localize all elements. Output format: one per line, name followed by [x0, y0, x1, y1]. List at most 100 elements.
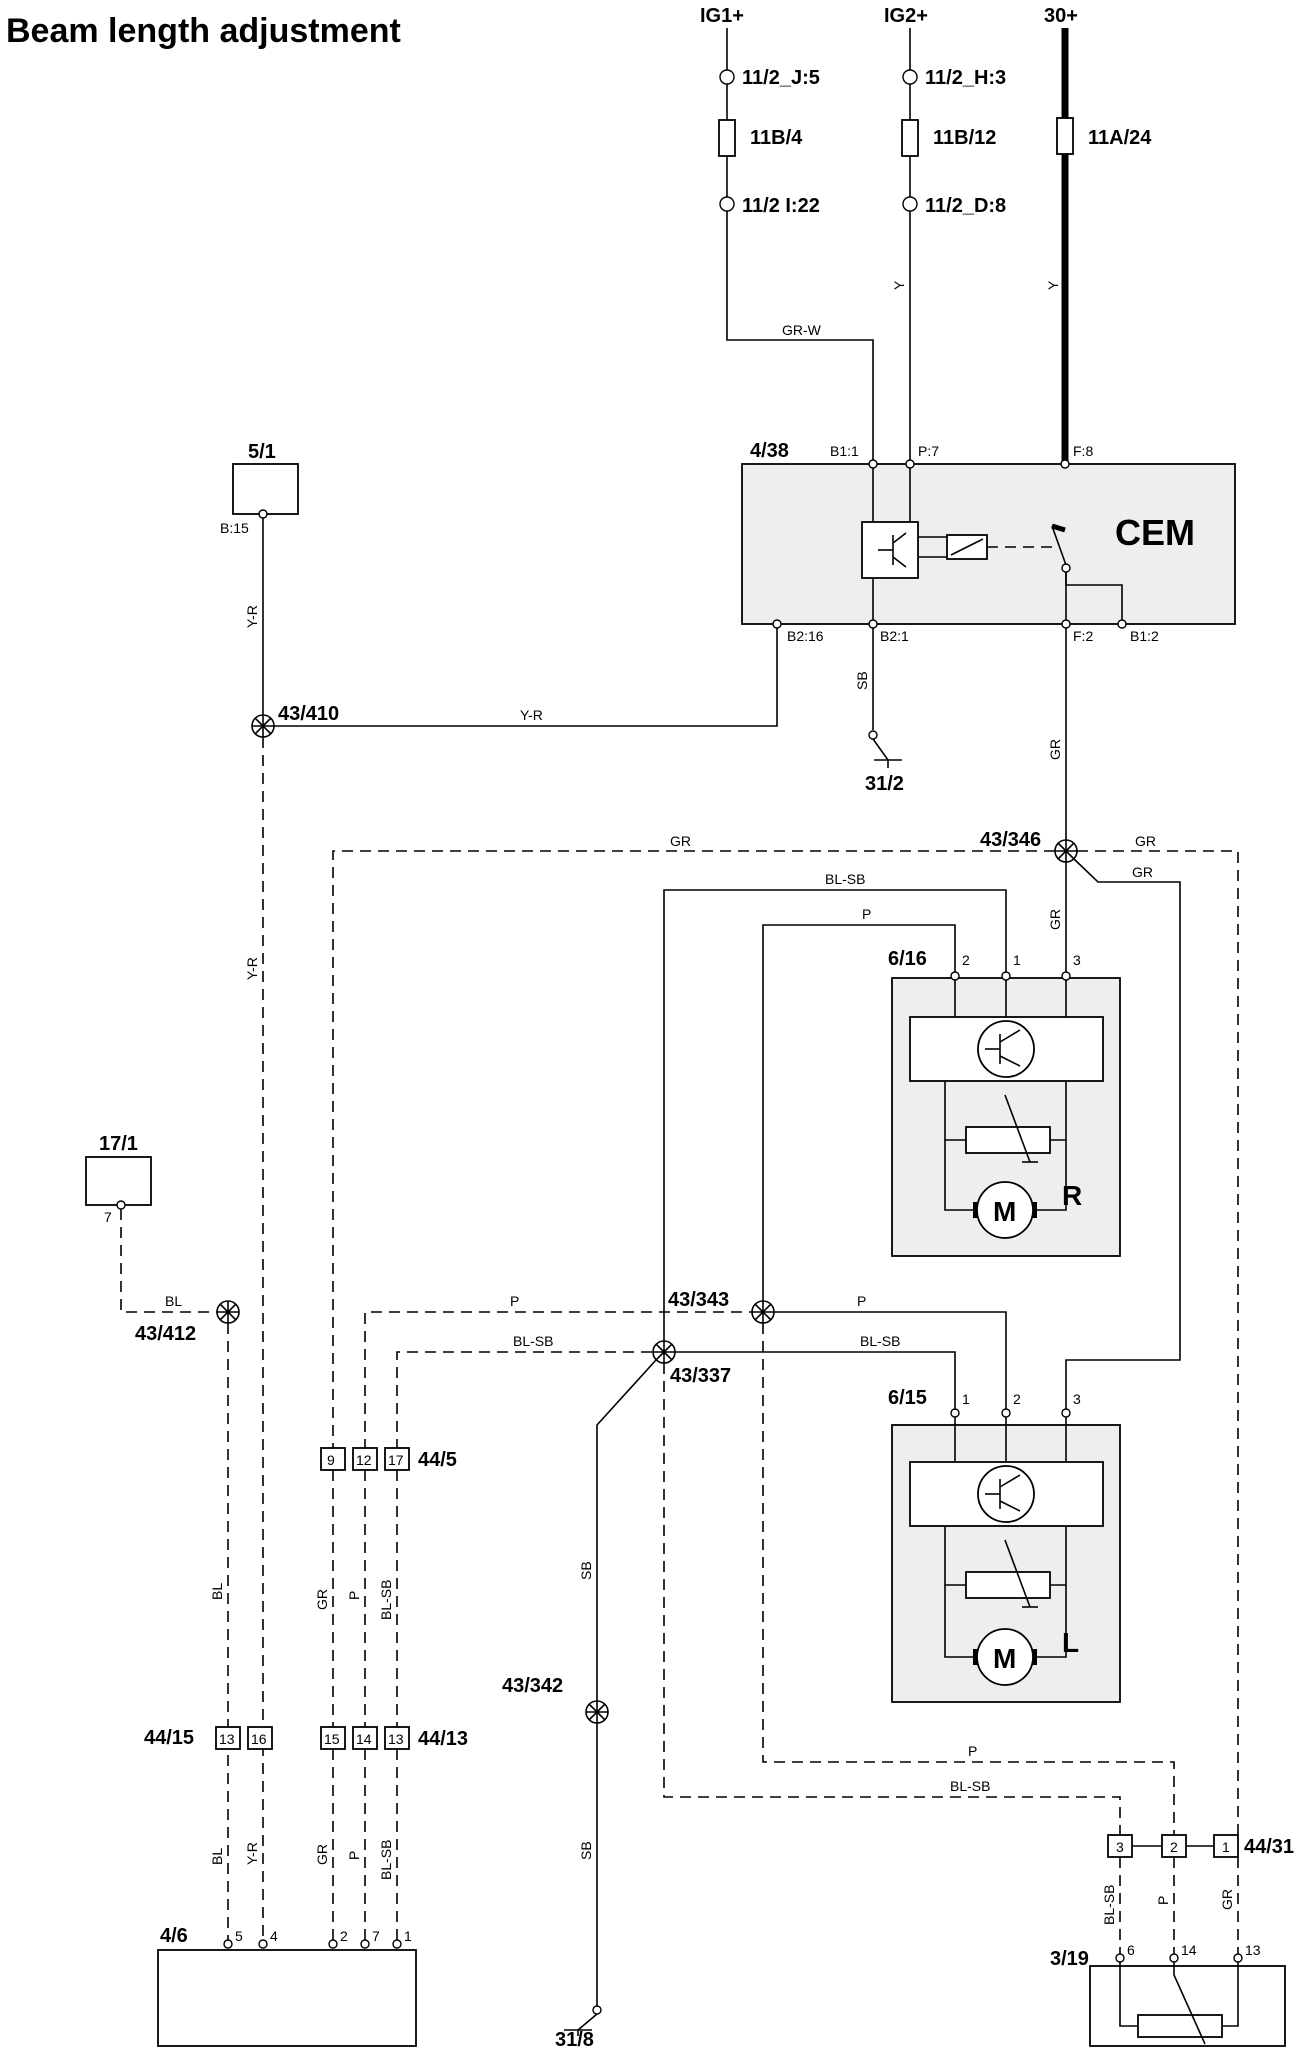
ground-31-2-branch: SB 31/2 [854, 628, 904, 795]
wire-color-sb-cem: SB [854, 671, 870, 690]
splice-43-343: 43/343 [668, 1289, 775, 1324]
wire-color-bl-sb-low: BL-SB [378, 1840, 394, 1880]
wire-color-bl-sb-left: BL-SB [513, 1333, 553, 1349]
splice-label-43-337: 43/337 [670, 1365, 731, 1387]
connector-point-11-2-j5 [719, 69, 735, 85]
connector-label-11-2-i22: 11/2 I:22 [742, 195, 820, 217]
cem-module: 4/38 CEM B1:1 P:7 F:8 B2:16 [741, 440, 1236, 644]
connector-label-44-31: 44/31 [1244, 1836, 1294, 1858]
splice-43-412: 43/412 [135, 1300, 240, 1345]
wire-color-bl-sb-445: BL-SB [378, 1580, 394, 1620]
battery-supply-branch: 30+ 11A/24 Y [1044, 5, 1152, 530]
wire-color-p-left: P [510, 1293, 519, 1309]
ig2-label: IG2+ [884, 5, 928, 27]
splice-label-43-412: 43/412 [135, 1323, 196, 1345]
component-3-19: 3/19 6 14 13 [1050, 1942, 1286, 2047]
pot-3-19-icon [1137, 2014, 1223, 2038]
connector-44-5: 9 12 17 44/5 [320, 1447, 457, 1471]
pin-44-15-13: 13 [219, 1731, 235, 1747]
pin-44-31-3: 3 [1116, 1839, 1124, 1855]
actuator-6-16: 6/16 2 1 3 M R [888, 948, 1121, 1257]
wire-color-bl-low: BL [209, 1848, 225, 1865]
motor-615-m: M [993, 1643, 1016, 1674]
wire-color-bl-sb-right: BL-SB [860, 1333, 900, 1349]
wire-color-y-r-top: Y-R [244, 605, 260, 628]
ig1-label: IG1+ [700, 5, 744, 27]
component-label-17-1: 17/1 [99, 1133, 138, 1155]
connector-label-11-2-h3: 11/2_H:3 [925, 67, 1006, 89]
connector-label-11-2-j5: 11/2_J:5 [742, 67, 820, 89]
wire-color-gr-right: GR [1135, 833, 1156, 849]
splice-43-342: 43/342 [502, 1675, 609, 1724]
pin-616-1: 1 [1013, 952, 1021, 968]
splice-43-337: 43/337 [652, 1340, 731, 1387]
connector-point-11-2-d8 [902, 196, 918, 212]
fuse-label-11b4: 11B/4 [750, 127, 803, 149]
fuse-11b4-icon [718, 119, 736, 157]
wire-color-sb-lower: SB [578, 1841, 594, 1860]
wire-color-p-445: P [346, 1591, 362, 1600]
splice-43-346: 43/346 [980, 829, 1078, 863]
wire-color-p-low: P [346, 1851, 362, 1860]
wire-color-gr-615: GR [1132, 864, 1153, 880]
cem-pin-b1-2: B1:2 [1130, 628, 1159, 644]
pin-615-3: 3 [1073, 1391, 1081, 1407]
connector-label-44-15: 44/15 [144, 1727, 194, 1749]
pin-3-19-13: 13 [1245, 1942, 1261, 1958]
cem-pin-f8: F:8 [1073, 443, 1093, 459]
connector-point-11-2-h3 [902, 69, 918, 85]
cem-pin-b1-1: B1:1 [830, 443, 859, 459]
cem-name: CEM [1115, 512, 1195, 553]
bat-label: 30+ [1044, 5, 1078, 27]
wire-color-gr-616: GR [1047, 909, 1063, 930]
fuse-label-11a24: 11A/24 [1088, 127, 1152, 149]
connector-point-11-2-i22 [719, 196, 735, 212]
ig2-supply-branch: IG2+ 11/2_H:3 11B/12 11/2_D:8 Y [884, 5, 1006, 462]
splice-label-43-410: 43/410 [278, 703, 339, 725]
wire-color-bl-sb-bottom: BL-SB [950, 1778, 990, 1794]
pin-3-19-6: 6 [1127, 1942, 1135, 1958]
wire-color-bl-mid: BL [209, 1583, 225, 1600]
pin-615-1: 1 [962, 1391, 970, 1407]
pin-44-31-1: 1 [1222, 1839, 1230, 1855]
motor-615-icon [976, 1628, 1034, 1686]
pin-b15: B:15 [220, 520, 249, 536]
pin-44-13-13: 13 [388, 1731, 404, 1747]
wire-color-bl-171: BL [165, 1293, 182, 1309]
component-5-1: 5/1 B:15 Y-R [220, 441, 299, 715]
component-17-1: 17/1 7 BL [85, 1133, 217, 1313]
pin-616-3: 3 [1073, 952, 1081, 968]
motor-616-m: M [993, 1196, 1016, 1227]
wire-color-gr-left: GR [670, 833, 691, 849]
connector-label-11-2-d8: 11/2_D:8 [925, 195, 1006, 217]
wire-color-y-bat: Y [1045, 280, 1061, 290]
wire-color-p-4431: P [1155, 1896, 1171, 1905]
ground-label-31-2: 31/2 [865, 773, 904, 795]
pin-4-6-4: 4 [270, 1928, 278, 1944]
component-label-3-19: 3/19 [1050, 1948, 1089, 1970]
component-label-4-6: 4/6 [160, 1925, 188, 1947]
component-17-1-box [85, 1156, 152, 1206]
cem-ref-label: 4/38 [750, 440, 789, 462]
connector-44-31: 3 2 1 44/31 [1107, 1834, 1294, 1858]
pin-44-13-15: 15 [324, 1731, 340, 1747]
connector-label-44-13: 44/13 [418, 1728, 468, 1750]
splice-label-43-346: 43/346 [980, 829, 1041, 851]
cem-box [741, 463, 1236, 625]
component-5-1-box [232, 463, 299, 515]
pin-44-31-2: 2 [1170, 1839, 1178, 1855]
wire-color-y-r-low: Y-R [244, 1842, 260, 1865]
wire-color-gr-w: GR-W [782, 322, 822, 338]
fuse-11a24-icon [1056, 117, 1074, 155]
cem-pin-b2-1: B2:1 [880, 628, 909, 644]
wire-color-p-right: P [857, 1293, 866, 1309]
connector-label-44-5: 44/5 [418, 1449, 457, 1471]
pin-44-5-9: 9 [327, 1452, 335, 1468]
wire-color-p-top: P [862, 906, 871, 922]
wire-color-gr-4431: GR [1219, 1889, 1235, 1910]
wire-color-gr-low: GR [314, 1844, 330, 1865]
diagram-title: Beam length adjustment [6, 12, 401, 50]
actuator-label-6-16: 6/16 [888, 948, 927, 970]
splice-43-410: 43/410 [251, 703, 339, 738]
